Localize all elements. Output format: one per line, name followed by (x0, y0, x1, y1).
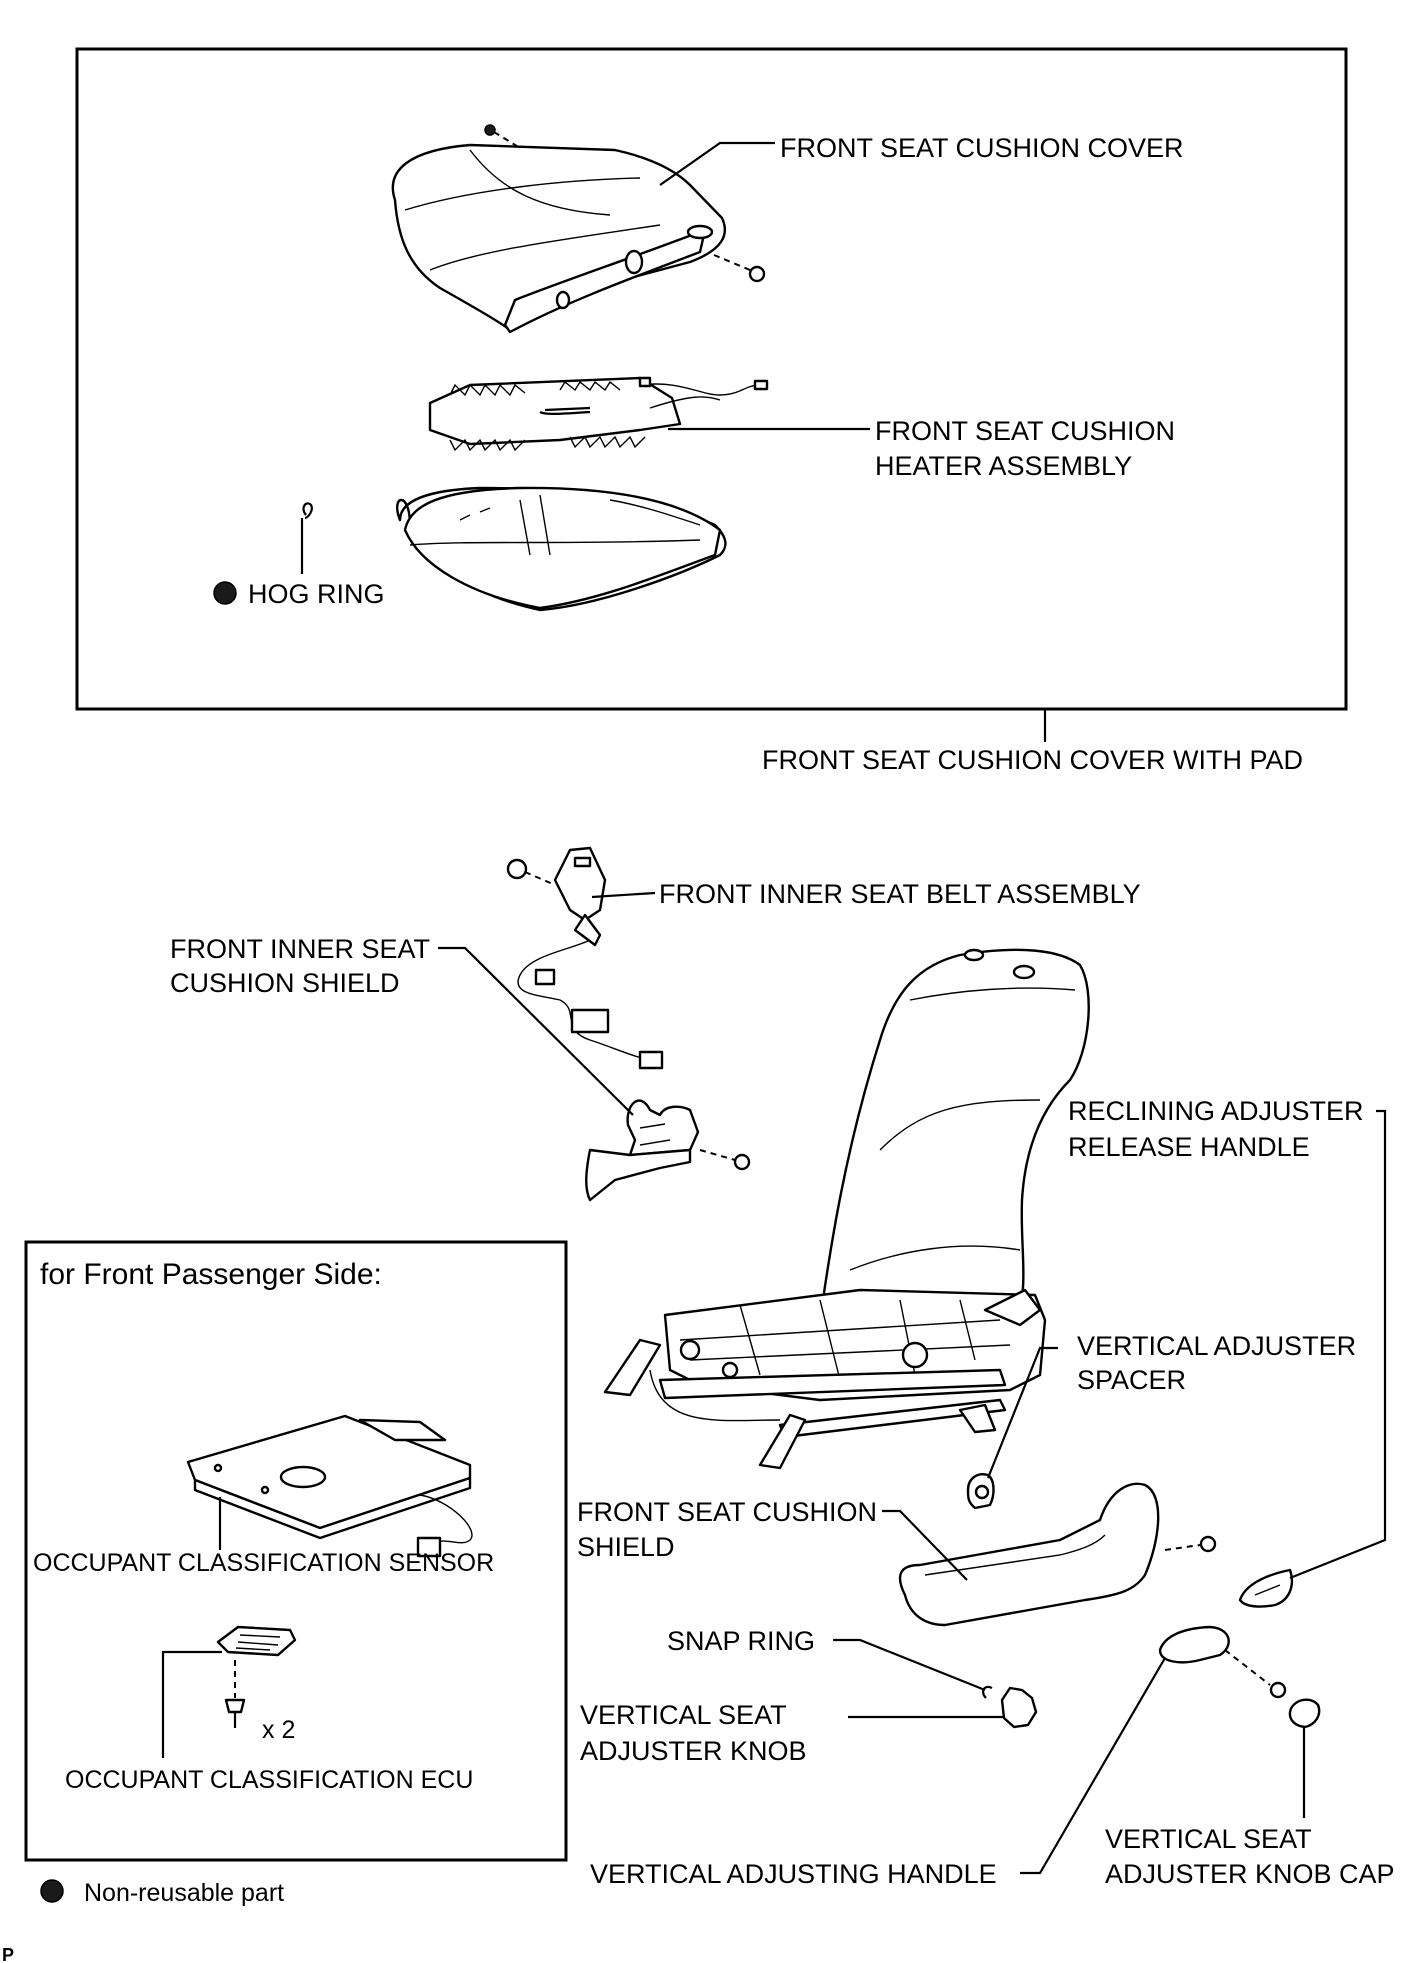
reclining-label-line1: RECLINING ADJUSTER (1068, 1096, 1364, 1126)
snap-ring-drawing (982, 1685, 993, 1699)
vert-spacer-label-line2: SPACER (1077, 1365, 1186, 1395)
legend-non-reusable-label: Non-reusable part (84, 1879, 284, 1907)
non-reusable-bullet-icon (213, 581, 237, 605)
front-seat-cushion-shield-drawing (898, 1482, 1217, 1627)
inner-shield-leader (438, 946, 634, 1116)
ecu-label: OCCUPANT CLASSIFICATION ECU (65, 1766, 473, 1794)
reclining-leader (1289, 1109, 1387, 1580)
cushion-cover-with-pad-frame (75, 47, 1348, 711)
vertical-adjuster-spacer-drawing (966, 1473, 995, 1510)
hog-ring-drawing (300, 502, 313, 574)
front-seat-cushion-pad-drawing (396, 486, 727, 612)
ecu-qty-label: x 2 (262, 1716, 295, 1744)
vert-knob-label-line2: ADJUSTER KNOB (580, 1736, 807, 1766)
knob-cap-label-line2: ADJUSTER KNOB CAP (1105, 1859, 1395, 1889)
vert-spacer-label-line1: VERTICAL ADJUSTER (1077, 1331, 1356, 1361)
vert-handle-label: VERTICAL ADJUSTING HANDLE (590, 1859, 997, 1889)
cushion-shield-label-line1: FRONT SEAT CUSHION (577, 1497, 877, 1527)
snap-ring-leader (833, 1638, 986, 1692)
ecu-leader (161, 1650, 222, 1758)
hog-ring-label: HOG RING (248, 579, 385, 609)
inner-belt-label: FRONT INNER SEAT BELT ASSEMBLY (659, 879, 1141, 909)
front-inner-seat-cushion-shield-drawing (585, 1099, 751, 1202)
front-seat-cushion-cover-drawing (391, 124, 766, 334)
vertical-adjusting-handle-drawing (1158, 1625, 1287, 1699)
cushion-cover-leader (659, 141, 775, 186)
snap-ring-label: SNAP RING (667, 1626, 815, 1656)
seat-frame-drawing (603, 1288, 1047, 1470)
front-inner-seat-belt-drawing (506, 846, 664, 1070)
sensor-label: OCCUPANT CLASSIFICATION SENSOR (33, 1549, 494, 1577)
frame-title-label: FRONT SEAT CUSHION COVER WITH PAD (762, 745, 1303, 775)
front-passenger-inset-frame (24, 1240, 568, 1862)
cushion-shield-label-line2: SHIELD (577, 1532, 675, 1562)
inner-belt-leader (591, 891, 656, 899)
inset-heading: for Front Passenger Side: (40, 1258, 382, 1291)
occupant-classification-sensor-drawing (186, 1414, 473, 1558)
vertical-seat-adjuster-knob-drawing (1000, 1686, 1038, 1729)
cushion-shield-leader (882, 1509, 968, 1581)
occupant-classification-ecu-drawing (216, 1625, 297, 1728)
front-seat-cushion-heater-drawing (428, 376, 769, 452)
inner-shield-label-line1: FRONT INNER SEAT (170, 934, 430, 964)
heater-label-line1: FRONT SEAT CUSHION (875, 416, 1175, 446)
reclining-label-line2: RELEASE HANDLE (1068, 1132, 1310, 1162)
corner-mark: P (2, 1945, 14, 1963)
reclining-release-handle-drawing (1238, 1568, 1294, 1608)
seat-back-drawing (818, 948, 1090, 1322)
cushion-cover-label: FRONT SEAT CUSHION COVER (780, 133, 1184, 163)
vert-spacer-leader (986, 1346, 1058, 1479)
knob-cap-label-line1: VERTICAL SEAT (1105, 1824, 1312, 1854)
vert-knob-label-line1: VERTICAL SEAT (580, 1700, 787, 1730)
vert-handle-leader (1020, 1657, 1166, 1875)
inner-shield-label-line2: CUSHION SHIELD (170, 968, 400, 998)
legend-bullet-icon (40, 1879, 64, 1903)
heater-label-line2: HEATER ASSEMBLY (875, 451, 1132, 481)
vertical-seat-adjuster-knob-cap-drawing (1288, 1698, 1321, 1729)
